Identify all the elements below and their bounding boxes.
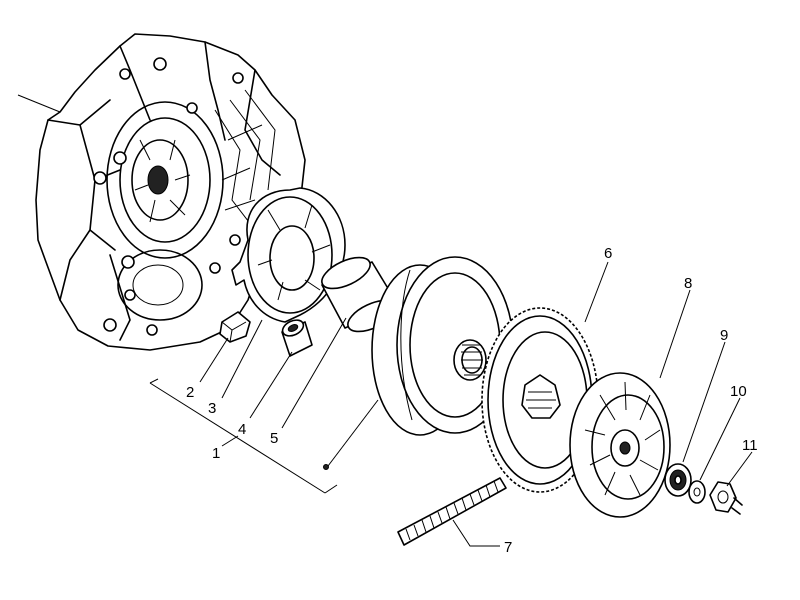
part-8-fan-pulley — [569, 372, 671, 518]
callout-8: 8 — [684, 275, 692, 292]
part-11-nut — [709, 481, 743, 515]
part-9-bearing — [664, 463, 692, 497]
part-6-gear — [481, 307, 599, 493]
leader-lines — [149, 261, 753, 547]
callout-6: 6 — [604, 245, 612, 262]
callout-3: 3 — [208, 400, 216, 417]
callout-10: 10 — [730, 383, 747, 400]
callout-4: 4 — [238, 421, 246, 438]
callout-labels: 1 2 3 4 5 6 7 8 9 10 11 — [186, 245, 758, 556]
callout-11: 11 — [742, 437, 758, 454]
callout-1: 1 — [212, 445, 220, 462]
part-2-key — [219, 311, 251, 343]
callout-2: 2 — [186, 384, 194, 401]
part-7-belt — [397, 477, 507, 546]
part-10-washer — [688, 480, 706, 504]
callout-5: 5 — [270, 430, 278, 447]
callout-9: 9 — [720, 327, 728, 344]
callout-7: 7 — [504, 539, 512, 556]
part-4-bushing — [281, 319, 313, 357]
part-3-ramp-plate — [231, 187, 346, 323]
